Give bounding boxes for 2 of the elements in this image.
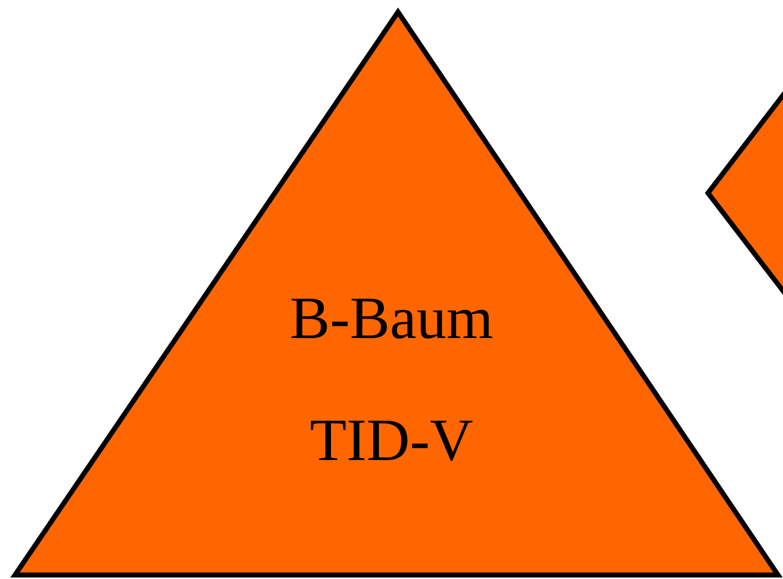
node-label: B-Baum	[290, 288, 494, 348]
node-label: TID-V	[310, 410, 474, 470]
